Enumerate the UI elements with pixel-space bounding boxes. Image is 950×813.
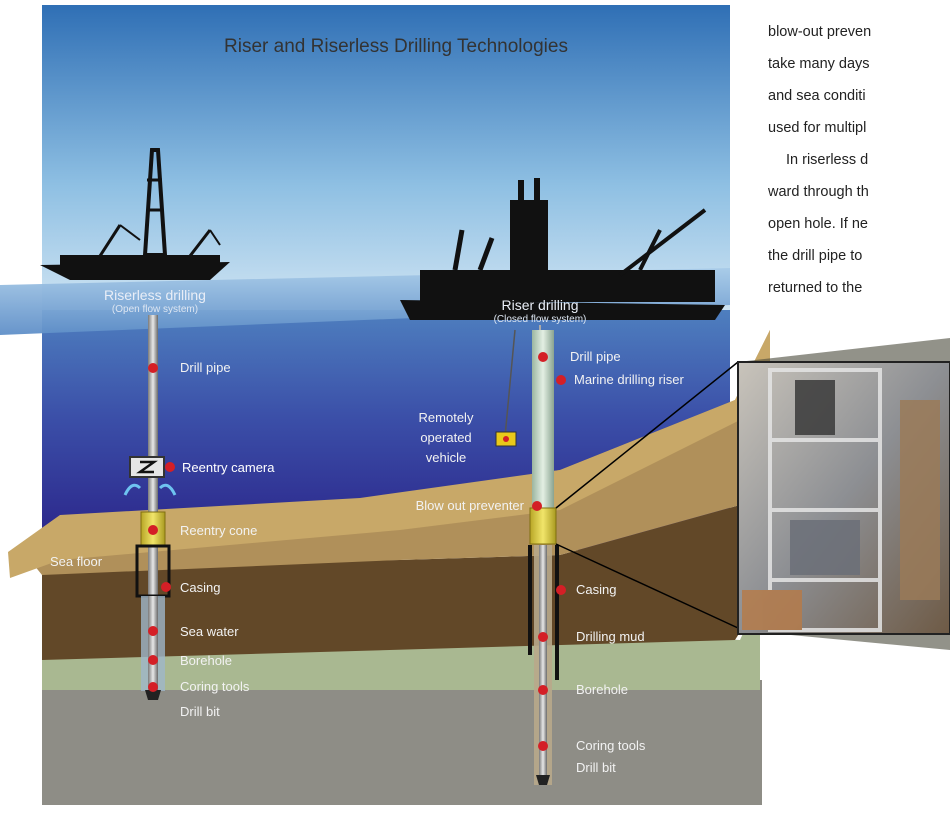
reentry-camera-icon — [123, 456, 177, 496]
label-drill-bit-left: Drill bit — [180, 704, 220, 719]
label-reentry-cone: Reentry cone — [180, 523, 257, 538]
riser-mode-sub: (Closed flow system) — [494, 314, 587, 325]
label-coring-tools-left: Coring tools — [180, 679, 250, 694]
label-drill-pipe-left: Drill pipe — [180, 360, 231, 375]
label-casing-right: Casing — [576, 582, 616, 597]
body-text-line: the drill pipe to — [768, 248, 863, 264]
riser-mode-label: Riser drilling — [501, 297, 578, 313]
label-casing-left: Casing — [180, 580, 220, 595]
label-rov-3: vehicle — [426, 450, 466, 465]
label-bop: Blow out preventer — [416, 498, 525, 513]
label-sea-water: Sea water — [180, 624, 239, 639]
label-rov-1: Remotely — [419, 410, 474, 425]
body-text-line: and sea conditi — [768, 88, 866, 104]
body-text-line: blow-out preven — [768, 24, 872, 40]
label-drill-bit-right: Drill bit — [576, 760, 616, 775]
riser-drill-ship — [400, 178, 725, 320]
riser-drill-bit-icon — [536, 775, 550, 785]
label-reentry-camera: Reentry camera — [182, 460, 275, 475]
riserless-drill-ship — [40, 148, 230, 280]
bop-photo-structure — [742, 368, 940, 632]
dark-brown-layer — [42, 500, 760, 660]
sea-floor-band — [8, 330, 770, 578]
diagram-title: Riser and Riserless Drilling Technologie… — [224, 36, 568, 57]
marine-drilling-riser — [532, 330, 554, 510]
riserless-mode-sub: (Open flow system) — [112, 304, 198, 315]
body-text-line: used for multipl — [768, 120, 867, 136]
riserless-mode-label: Riserless drilling — [104, 287, 206, 303]
body-text-line: ward through th — [768, 184, 869, 200]
label-sea-floor: Sea floor — [50, 554, 103, 569]
body-text-line: open hole. If ne — [768, 216, 868, 232]
body-text-line: returned to the — [768, 280, 863, 296]
body-text-line: take many days — [768, 56, 870, 72]
label-borehole-right: Borehole — [576, 682, 628, 697]
riserless-drill-pipe — [148, 315, 158, 695]
label-marine-riser: Marine drilling riser — [574, 372, 684, 387]
label-drilling-mud: Drilling mud — [576, 629, 645, 644]
gray-bedrock — [42, 680, 762, 805]
label-drill-pipe-right: Drill pipe — [570, 349, 621, 364]
label-borehole-left: Borehole — [180, 653, 232, 668]
body-text-line: In riserless d — [786, 152, 869, 168]
blow-out-preventer — [529, 507, 557, 545]
label-coring-tools-right: Coring tools — [576, 738, 646, 753]
markers — [148, 352, 566, 751]
label-rov-2: operated — [420, 430, 471, 445]
riserless-drill-bit-icon — [145, 690, 161, 700]
